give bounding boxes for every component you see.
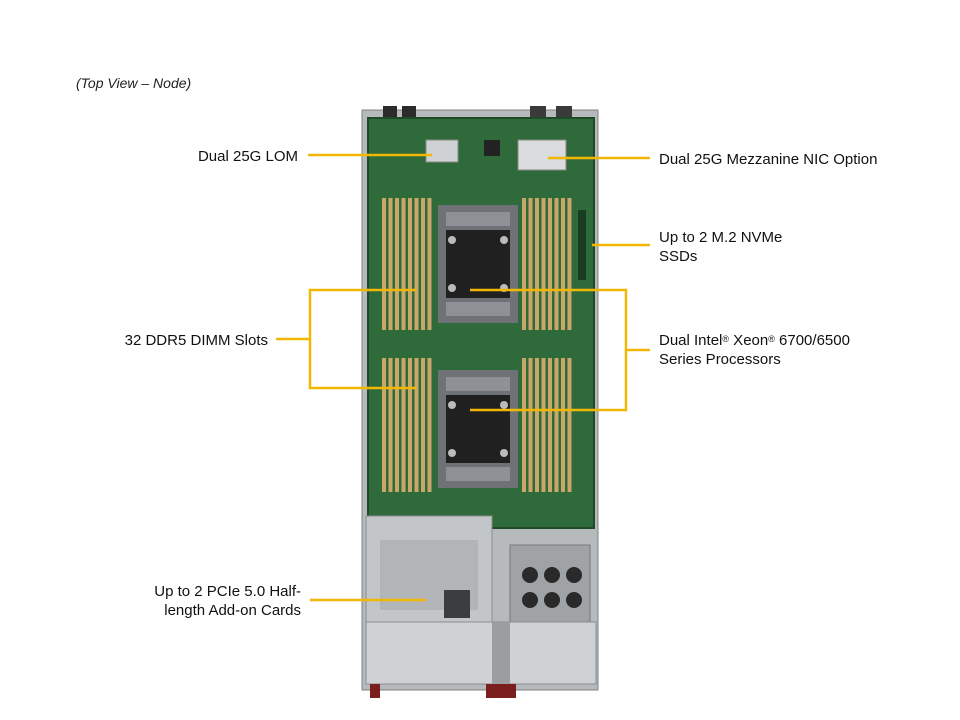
label-pcie-line1: Up to 2 PCIe 5.0 Half- <box>154 583 301 600</box>
dimm-bank-lower-left <box>382 358 432 492</box>
dimm-slot <box>561 198 565 330</box>
label-cpu: Dual Intel® Xeon® 6700/6500 Series Proce… <box>659 331 850 369</box>
dimm-bank-lower-right <box>522 358 572 492</box>
dimm-slot <box>388 198 393 330</box>
dimm-slot <box>541 358 546 492</box>
dimm-slot <box>414 198 419 330</box>
dimm-slot <box>548 198 552 330</box>
label-cpu-part-c: 6700/6500 <box>774 332 850 349</box>
label-mezzanine-nic: Dual 25G Mezzanine NIC Option <box>659 151 878 168</box>
dimm-slot <box>401 358 406 492</box>
label-m2-nvme: Up to 2 M.2 NVMe SSDs <box>659 228 782 266</box>
dimm-slot <box>522 358 526 492</box>
label-cpu-line2: Series Processors <box>659 351 781 368</box>
dimm-slot <box>382 358 386 492</box>
label-dimm-slots: 32 DDR5 DIMM Slots <box>124 332 268 349</box>
dimm-slot <box>528 198 533 330</box>
label-m2-line2: SSDs <box>659 248 698 265</box>
dimm-slot <box>408 358 412 492</box>
dimm-slot <box>522 198 526 330</box>
dimm-bank-upper-right <box>522 198 572 330</box>
dimm-slot <box>554 358 559 492</box>
dimm-slot <box>414 358 419 492</box>
dimm-slot <box>395 358 399 492</box>
dimm-bank-upper-left <box>382 198 432 330</box>
label-cpu-line1: Dual Intel® Xeon® 6700/6500 <box>659 331 850 350</box>
vent-holes <box>522 567 582 608</box>
dimm-slot <box>528 358 533 492</box>
label-cpu-part-b: Xeon <box>729 332 769 349</box>
m2-slot <box>578 210 586 280</box>
dimm-slot <box>548 358 552 492</box>
dimm-slot <box>535 358 539 492</box>
dimm-slot <box>535 198 539 330</box>
registered-mark-1: ® <box>722 334 730 344</box>
label-lom: Dual 25G LOM <box>197 148 298 165</box>
view-caption: (Top View – Node) <box>76 75 192 91</box>
mezzanine-nic <box>517 139 567 171</box>
label-m2-line1: Up to 2 M.2 NVMe <box>659 229 783 246</box>
dimm-slot <box>541 198 546 330</box>
vent-block <box>509 544 591 626</box>
dimm-slot <box>388 358 393 492</box>
label-pcie-cards: Up to 2 PCIe 5.0 Half- length Add-on Car… <box>100 582 301 620</box>
registered-mark-2: ® <box>768 334 775 344</box>
dimm-slot <box>427 198 432 330</box>
dimm-slot <box>395 198 399 330</box>
dimm-slot <box>408 198 412 330</box>
label-pcie-line2: length Add-on Cards <box>164 602 301 619</box>
dimm-slot <box>567 358 572 492</box>
dimm-slot <box>401 198 406 330</box>
label-cpu-part-a: Dual Intel <box>659 332 723 349</box>
dimm-slot <box>427 358 432 492</box>
front-bezel <box>365 621 597 685</box>
dimm-slot <box>561 358 565 492</box>
dimm-slot <box>421 198 425 330</box>
dimm-slot <box>567 198 572 330</box>
dimm-slot <box>382 198 386 330</box>
dimm-slot <box>554 198 559 330</box>
dimm-slot <box>421 358 425 492</box>
lom-chip <box>425 139 459 163</box>
cpu-socket-2 <box>438 370 518 488</box>
cpu-socket-1 <box>438 205 518 323</box>
